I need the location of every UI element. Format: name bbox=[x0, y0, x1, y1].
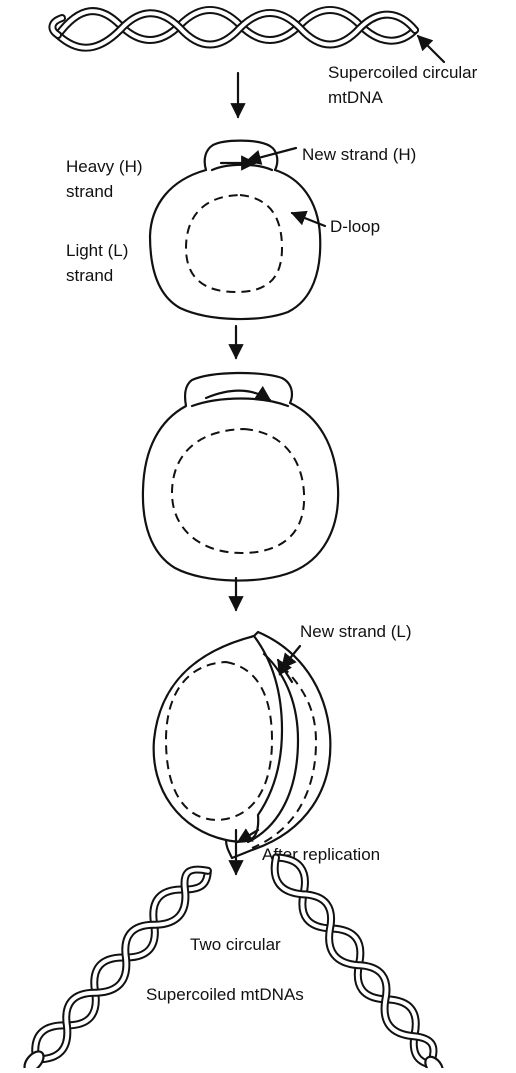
new-strand-h-pointer bbox=[245, 146, 298, 165]
label-new-strand-h: New strand (H) bbox=[302, 145, 416, 164]
label-mtdna: mtDNA bbox=[328, 88, 383, 107]
label-supercoiled-circular: Supercoiled circular bbox=[328, 63, 478, 82]
label-heavy-strand-1: Heavy (H) bbox=[66, 157, 143, 176]
label-supercoiled-mtdnas: Supercoiled mtDNAs bbox=[146, 985, 304, 1004]
d-loop-pointer bbox=[290, 210, 327, 228]
label-light-strand-2: strand bbox=[66, 266, 113, 285]
d-loop-molecule bbox=[148, 139, 322, 321]
label-d-loop: D-loop bbox=[330, 217, 380, 236]
l-strand-synthesis-molecule bbox=[152, 630, 332, 860]
supercoiled-mtdna-left bbox=[23, 865, 212, 1073]
label-new-strand-l: New strand (L) bbox=[300, 622, 411, 641]
new-strand-l-pointer bbox=[280, 644, 302, 670]
supercoiled-pointer-arrow bbox=[416, 34, 446, 64]
supercoiled-mtdna-right bbox=[270, 853, 444, 1073]
supercoiled-mtdna-top bbox=[48, 6, 419, 52]
label-heavy-strand-2: strand bbox=[66, 182, 113, 201]
expanded-d-loop-molecule bbox=[141, 371, 340, 582]
label-light-strand-1: Light (L) bbox=[66, 241, 128, 260]
label-two-circular: Two circular bbox=[190, 935, 281, 954]
